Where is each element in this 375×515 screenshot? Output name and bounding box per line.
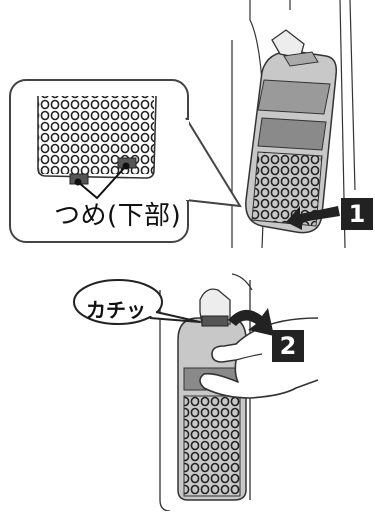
filter-closeup <box>37 95 157 200</box>
push-arrow-1 <box>286 206 340 230</box>
step-1-badge: 1 <box>341 198 373 230</box>
claw-label: つめ(下部) <box>54 201 182 231</box>
click-sound-label: カチッ <box>86 298 146 322</box>
step-2-badge: 2 <box>272 330 304 362</box>
lift-arrow-2 <box>228 308 274 336</box>
filter-panel-bottom <box>177 288 247 501</box>
filter-panel-top <box>245 29 338 234</box>
sound-bubble <box>73 279 201 325</box>
